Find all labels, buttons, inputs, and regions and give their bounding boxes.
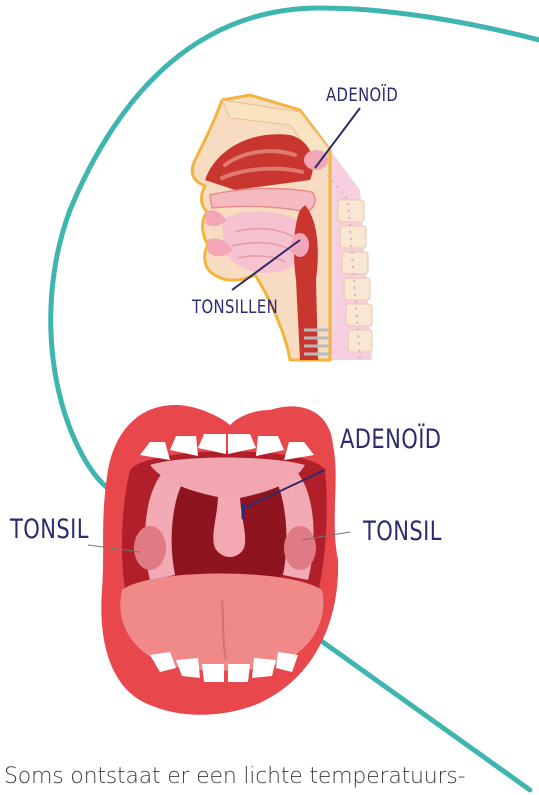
label-tonsil-left: TONSIL [10, 514, 89, 545]
caption-text: Soms ontstaat er een lichte temperatuurs… [4, 764, 465, 789]
label-adenoid-mouth: ADENOÏD [340, 424, 441, 455]
open-mouth-illustration [101, 405, 338, 715]
label-tonsillen: TONSILLEN [192, 296, 278, 318]
label-adenoid-top: ADENOÏD [326, 84, 398, 106]
uvula [213, 495, 245, 557]
label-tonsil-right: TONSIL [363, 516, 442, 547]
tonsil-left [134, 526, 166, 570]
tonsil-right [284, 526, 316, 570]
head-cross-section [192, 95, 372, 360]
